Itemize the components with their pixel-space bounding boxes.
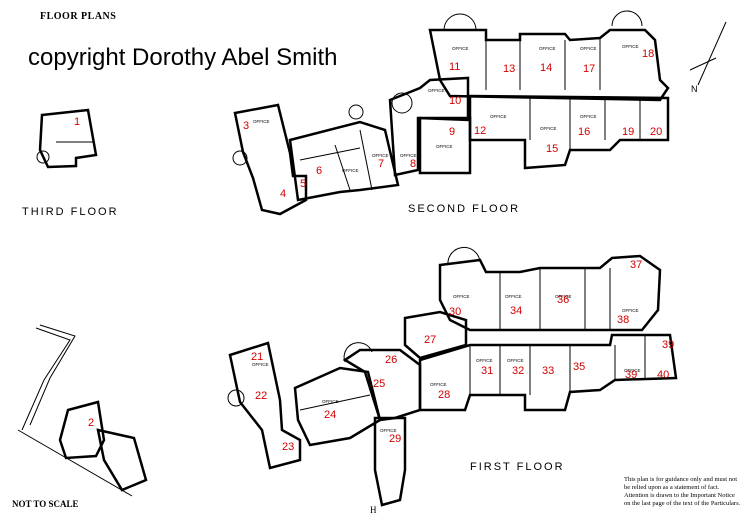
office-label: OFFICE — [380, 428, 397, 433]
room-number: 22 — [255, 390, 267, 402]
room-number: 35 — [573, 361, 585, 373]
room-number: 16 — [578, 126, 590, 138]
room-number: 17 — [583, 63, 595, 75]
office-label: OFFICE — [490, 114, 507, 119]
room-number: 21 — [251, 351, 263, 363]
plan-heading: FLOOR PLANS — [40, 11, 117, 22]
room-number: 29 — [389, 433, 401, 445]
north-arrow-icon: N — [689, 21, 727, 94]
room-number: 31 — [481, 365, 493, 377]
office-label: OFFICE — [400, 153, 417, 158]
office-label: OFFICE — [539, 46, 556, 51]
room-number: 39 — [662, 339, 674, 351]
room-number: 34 — [510, 305, 522, 317]
room-number: 3 — [243, 120, 249, 132]
office-label: OFFICE — [428, 88, 445, 93]
second-floor-plan: OFFICE OFFICE OFFICE OFFICE OFFICE OFFIC… — [232, 10, 670, 216]
room-number-labels: 1 2 3 4 5 6 7 8 9 10 11 12 13 14 15 16 1… — [74, 48, 674, 453]
first-floor-label: FIRST FLOOR — [470, 461, 565, 473]
office-label: OFFICE — [580, 46, 597, 51]
room-number: 1 — [74, 116, 80, 128]
room-number: 37 — [630, 259, 642, 271]
office-label: OFFICE — [372, 153, 389, 158]
third-floor-label: THIRD FLOOR — [22, 206, 119, 218]
office-label: OFFICE — [622, 44, 639, 49]
room-number: 40 — [657, 369, 669, 381]
room-number: 23 — [282, 441, 294, 453]
office-label: OFFICE — [252, 362, 269, 367]
room-number: 8 — [410, 158, 416, 170]
room-number: 33 — [542, 365, 554, 377]
room-number: 32 — [512, 365, 524, 377]
room-number: 20 — [650, 126, 662, 138]
room-number: 30 — [449, 306, 461, 318]
room-number: 15 — [546, 143, 558, 155]
not-to-scale-label: NOT TO SCALE — [12, 499, 79, 509]
office-label: OFFICE — [452, 46, 469, 51]
office-label: OFFICE — [505, 294, 522, 299]
copyright-text: copyright Dorothy Abel Smith — [28, 44, 338, 71]
office-label: OFFICE — [322, 399, 339, 404]
room-number: 7 — [378, 158, 384, 170]
room-number: 28 — [438, 389, 450, 401]
room-number: 38 — [617, 314, 629, 326]
second-floor-label: SECOND FLOOR — [408, 203, 521, 215]
room-number: 5 — [300, 178, 306, 190]
room-number: 19 — [622, 126, 634, 138]
room-number: 26 — [385, 354, 397, 366]
office-label: OFFICE — [342, 168, 359, 173]
detached-building-plan — [17, 324, 148, 497]
room-number: 9 — [449, 126, 455, 138]
room-number: 13 — [503, 63, 515, 75]
office-label: OFFICE — [622, 308, 639, 313]
office-label: OFFICE — [476, 358, 493, 363]
room-number: 11 — [449, 61, 460, 73]
office-label: OFFICE — [453, 294, 470, 299]
office-label: OFFICE — [507, 358, 524, 363]
room-number: 39 — [625, 369, 637, 381]
room-number: 2 — [88, 417, 94, 429]
office-label: OFFICE — [624, 368, 641, 373]
page-number: H — [370, 505, 377, 515]
room-number: 10 — [449, 95, 461, 107]
room-number: 6 — [316, 165, 322, 177]
first-floor-plan: OFFICE OFFICE OFFICE OFFICE OFFICE OFFIC… — [227, 247, 678, 507]
room-number: 24 — [324, 409, 336, 421]
room-number: 18 — [642, 48, 654, 60]
disclaimer-note: This plan is for guidance only and must … — [624, 476, 741, 507]
office-label: OFFICE — [430, 382, 447, 387]
room-number: 4 — [280, 188, 286, 200]
office-label: OFFICE — [555, 294, 572, 299]
office-label: OFFICE — [580, 114, 597, 119]
room-number: 25 — [373, 378, 385, 390]
room-number: 12 — [474, 125, 486, 137]
room-number: 27 — [424, 334, 436, 346]
room-number: 14 — [540, 62, 552, 74]
office-label: OFFICE — [436, 144, 453, 149]
svg-text:N: N — [691, 84, 698, 94]
third-floor-plan — [36, 108, 98, 169]
office-label: OFFICE — [253, 119, 270, 124]
room-number: 36 — [557, 294, 569, 306]
office-label: OFFICE — [540, 126, 557, 131]
